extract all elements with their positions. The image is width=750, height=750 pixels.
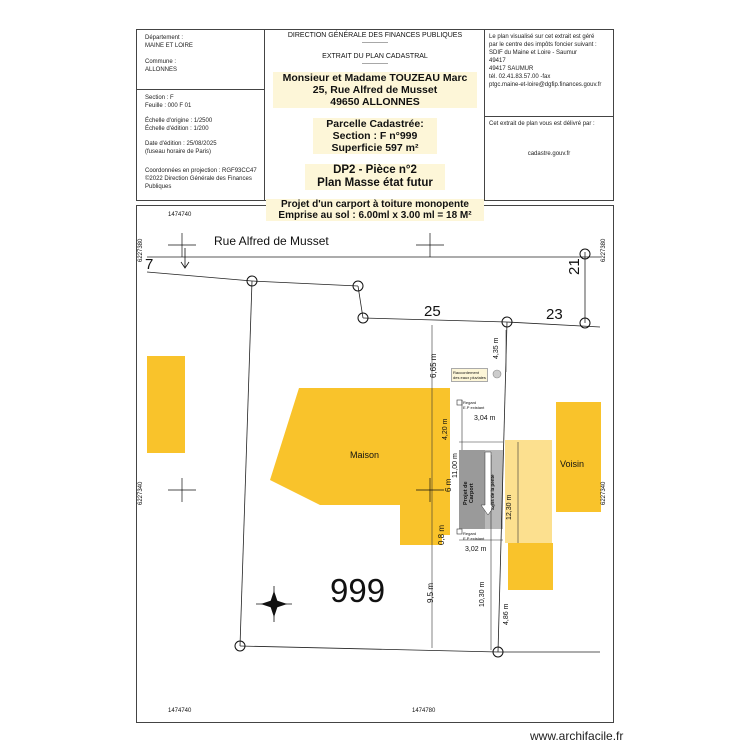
- dp-block: DP2 - Pièce n°2 Plan Masse état futur: [305, 164, 445, 190]
- regard-label-bottom: Regard E.P existant: [463, 531, 485, 541]
- dp-title: DP2 - Pièce n°2: [333, 164, 417, 176]
- header-left-panel-lower: Section : F Feuille : 000 F 01 Échelle d…: [136, 89, 266, 201]
- survey-point: [246, 275, 258, 287]
- dim-6: 6 m: [444, 478, 453, 492]
- house-label: Maison: [350, 450, 380, 460]
- survey-point: [579, 317, 591, 329]
- coord-left-top: 6227380: [138, 238, 144, 262]
- neighbor-building: [556, 402, 601, 512]
- house-number-25: 25: [424, 303, 441, 320]
- plan-extract-title: EXTRAIT DU PLAN CADASTRAL: [322, 53, 428, 60]
- dgfip-title: DIRECTION GÉNÉRALE DES FINANCES PUBLIQUE…: [287, 32, 463, 39]
- header-center-panel: DIRECTION GÉNÉRALE DES FINANCES PUBLIQUE…: [264, 29, 486, 201]
- dim-486: 4,86 m: [503, 603, 510, 625]
- downpipe-marker: [492, 369, 502, 379]
- projection-text: Coordonnées en projection : RGF93CC47 ©2…: [145, 168, 257, 190]
- coord-right-top: 6227380: [601, 238, 607, 262]
- coord-top: 1474740: [168, 212, 192, 218]
- dp-subtitle: Plan Masse état futur: [317, 177, 433, 189]
- dim-420: 4,20 m: [442, 418, 449, 440]
- departement-text: Département : MAINE ET LOIRE: [145, 35, 193, 49]
- north-arrow-icon: [256, 586, 292, 622]
- dim-1030: 10,30 m: [479, 581, 486, 607]
- owner-block: Monsieur et Madame TOUZEAU Marc 25, Rue …: [273, 72, 477, 108]
- house-number-23: 23: [546, 306, 563, 323]
- regard-label-top: Regard E.P existant: [463, 400, 485, 410]
- dim-1230: 12,30 m: [506, 494, 513, 520]
- survey-point: [234, 640, 246, 652]
- scale-text: Échelle d'origine : 1/2500 Échelle d'édi…: [145, 118, 213, 132]
- dim-95: 9,5 m: [426, 582, 435, 603]
- delivered-by-text: Cet extrait de plan vous est délivré par…: [489, 121, 595, 127]
- dim-304: 3,04 m: [474, 415, 496, 422]
- header-right-panel: Le plan visualisé sur cet extrait est gé…: [484, 29, 614, 201]
- right-yellow-lower: [508, 543, 553, 590]
- parcel-section: Section : F n°999: [332, 130, 418, 142]
- survey-point: [501, 316, 513, 328]
- slope-arrow-icon: [480, 451, 496, 516]
- regard-marker-bottom: [456, 528, 463, 535]
- parcel-area: Superficie 597 m²: [331, 142, 419, 154]
- project-footprint: Emprise au sol : 6.00ml x 3.00 ml = 18 M…: [278, 210, 472, 221]
- cadastre-site-text: cadastre.gouv.fr: [527, 151, 571, 157]
- house-building: [270, 388, 450, 545]
- owner-address: 25, Rue Alfred de Musset: [312, 84, 438, 96]
- dim-1100: 11,00 m: [452, 453, 459, 478]
- dim-08: 0,8 m: [437, 524, 446, 545]
- small-north-icon: [180, 248, 190, 269]
- house-number-21: 21: [566, 258, 583, 275]
- owner-name: Monsieur et Madame TOUZEAU Marc: [282, 72, 468, 84]
- coord-bottom-mid: 1474780: [412, 708, 436, 714]
- parcel-title: Parcelle Cadastrée:: [326, 118, 424, 130]
- project-banner: Projet d'un carport à toiture monopente …: [266, 199, 484, 221]
- title-dashes-2: -------------: [362, 61, 388, 67]
- neighbor-lightzone: [505, 440, 552, 543]
- survey-point: [357, 312, 369, 324]
- parcel-block: Parcelle Cadastrée: Section : F n°999 Su…: [313, 118, 437, 154]
- slope-label: Sens de la pente: [490, 474, 495, 510]
- coord-right-mid: 6227340: [601, 481, 607, 505]
- service-text: Le plan visualisé sur cet extrait est gé…: [489, 34, 602, 88]
- commune-text: Commune : ALLONNES: [145, 59, 178, 73]
- survey-point: [352, 280, 364, 292]
- survey-point: [579, 248, 591, 260]
- edition-date-text: Date d'édition : 25/08/2025 (fuseau hora…: [145, 141, 217, 155]
- dim-435: 4,35 m: [493, 337, 500, 359]
- parcel-number: 999: [330, 572, 386, 609]
- section-text: Section : F Feuille : 000 F 01: [145, 95, 192, 109]
- house-number-7: 7: [145, 256, 154, 273]
- watermark-text: www.archifacile.fr: [530, 729, 624, 743]
- dim-302: 3,02 m: [465, 546, 487, 553]
- coord-bottom-left: 1474740: [168, 708, 192, 714]
- survey-point: [492, 646, 504, 658]
- regard-marker-top: [456, 399, 463, 406]
- rainwater-note: Raccordement des eaux pluviales: [451, 368, 488, 382]
- street-name: Rue Alfred de Musset: [214, 234, 329, 248]
- left-neighbor-building: [147, 356, 185, 453]
- carport-label: Projet de Carport: [463, 481, 475, 505]
- title-dashes-1: -------------: [362, 40, 388, 46]
- project-title: Projet d'un carport à toiture monopente: [281, 199, 469, 210]
- neighbor-label: Voisin: [560, 459, 585, 469]
- coord-left-mid: 6227340: [138, 481, 144, 505]
- dim-665: 6,65 m: [429, 353, 438, 378]
- owner-city: 49650 ALLONNES: [330, 96, 420, 108]
